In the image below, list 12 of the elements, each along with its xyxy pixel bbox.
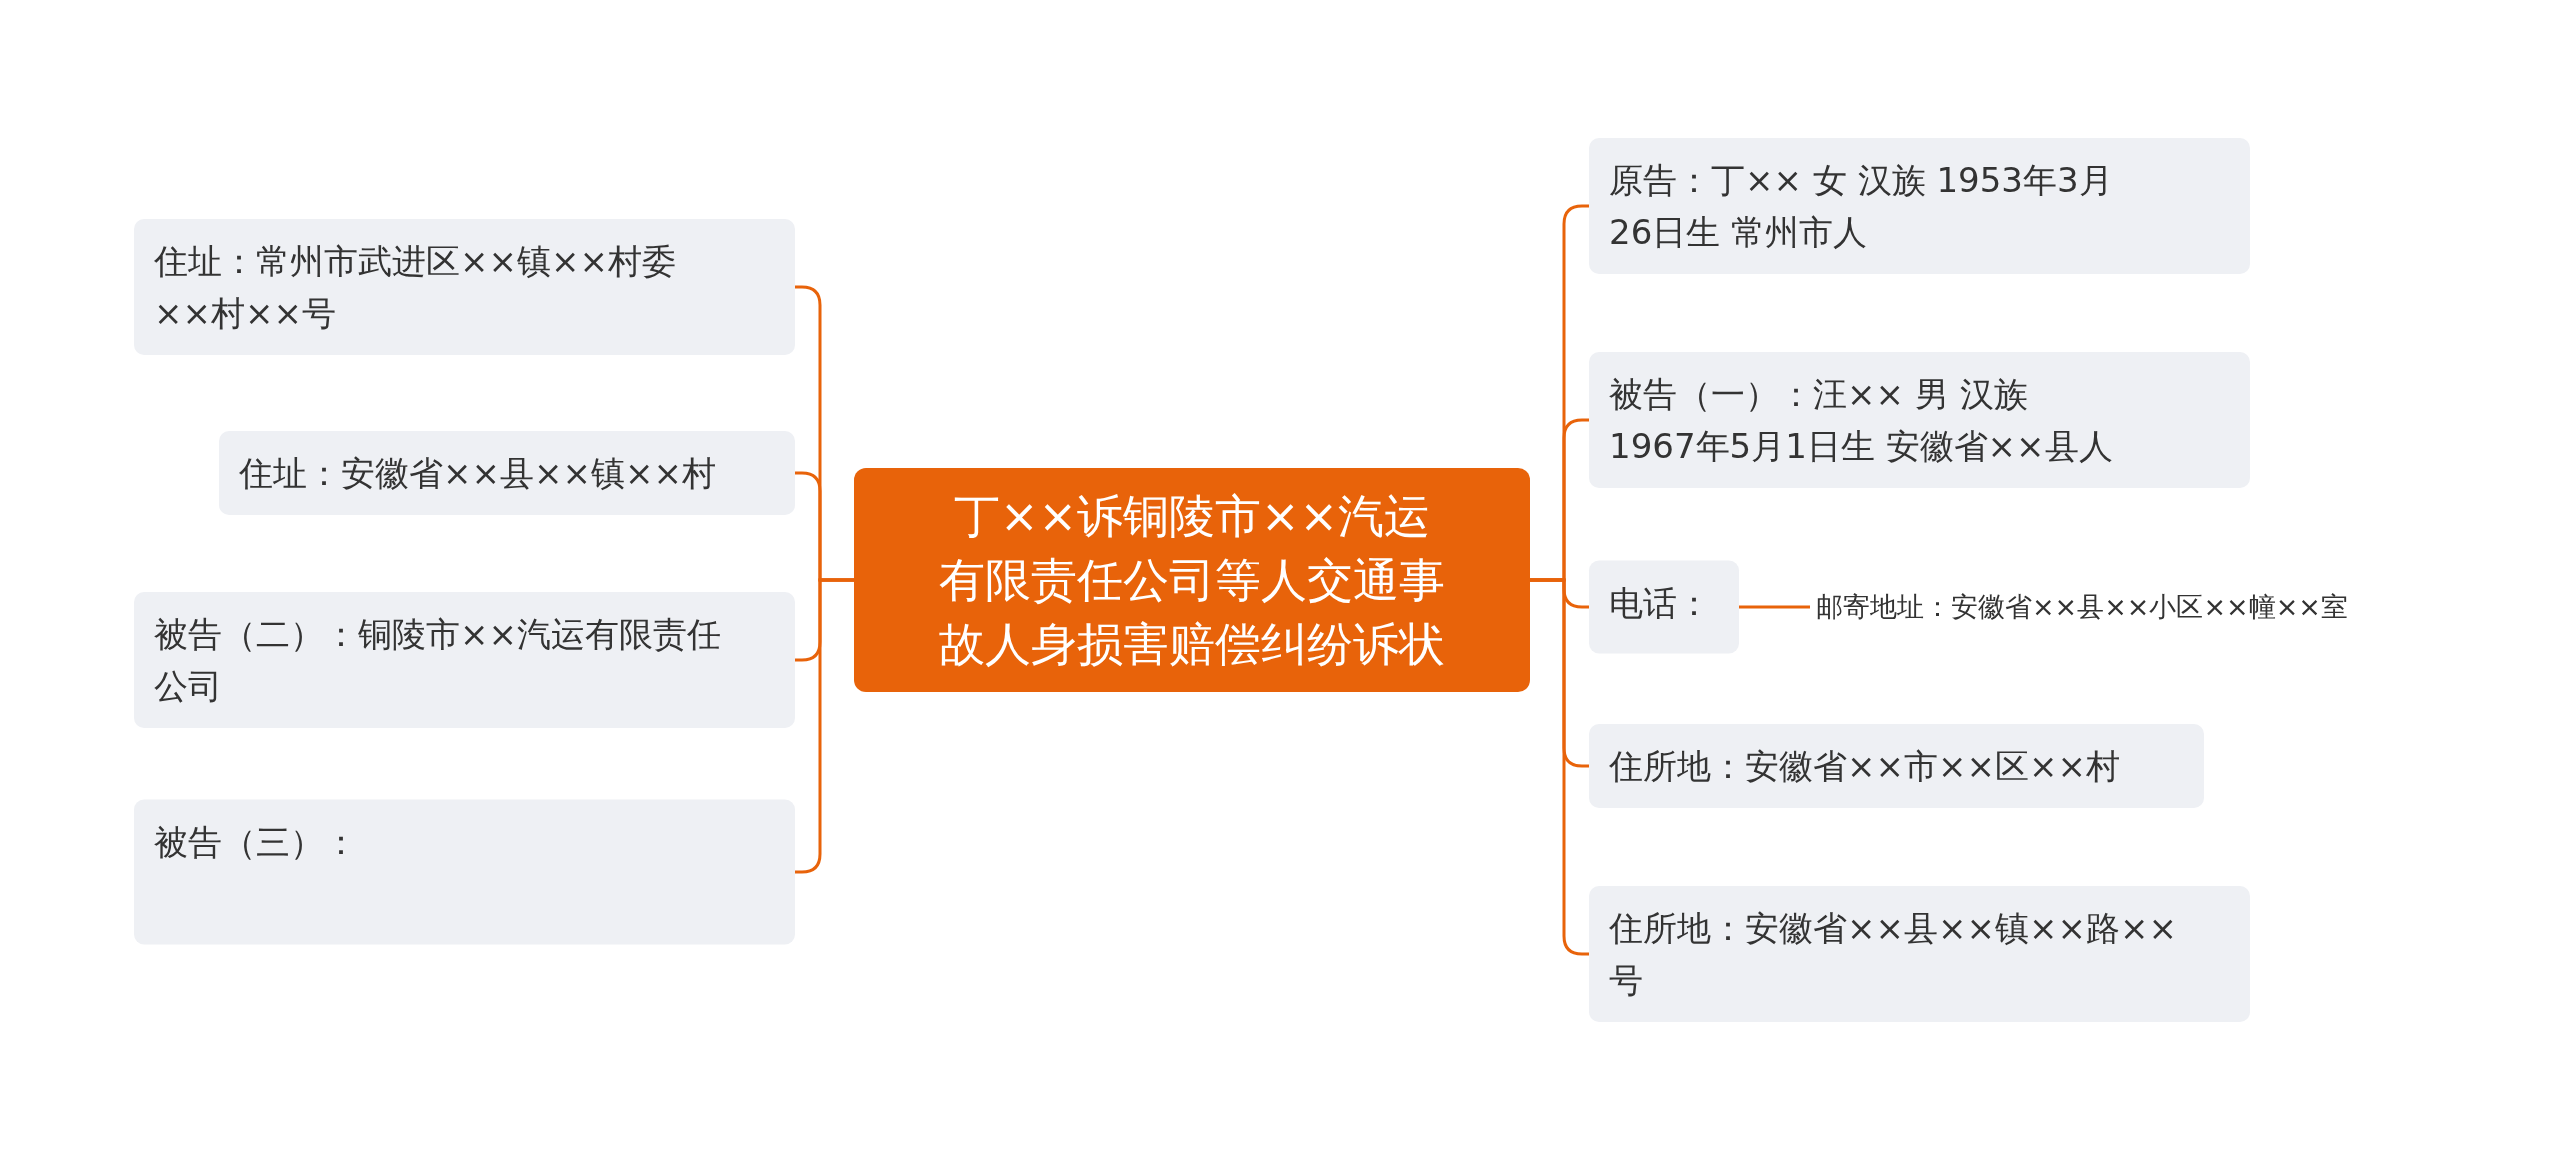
topic-box: 被告（二）：铜陵市××汽运有限责任公司 (134, 592, 795, 728)
topic-box: 住所地：安徽省××市××区××村 (1589, 724, 2204, 808)
topic-box: 被告（三）： (134, 799, 795, 945)
topic-box: 住所地：安徽省××县××镇××路××号 (1589, 886, 2250, 1022)
connector (1739, 605, 1810, 609)
central-topic: 丁××诉铜陵市××汽运有限责任公司等人交通事故人身损害赔偿纠纷诉状 (854, 468, 1530, 692)
topic-box: 被告（一）：汪×× 男 汉族 1967年5月1日生 安徽省××县人 (1589, 352, 2250, 488)
topic-box: 原告：丁×× 女 汉族 1953年3月26日生 常州市人 (1589, 138, 2250, 274)
topic-box: 住址：常州市武进区××镇××村委××村××号 (134, 219, 795, 355)
topic-box: 住址：安徽省××县××镇××村 (219, 431, 795, 515)
topic-box: 电话： (1589, 560, 1739, 654)
topic-text: 邮寄地址：安徽省××县××小区××幢××室 (1810, 585, 2450, 629)
